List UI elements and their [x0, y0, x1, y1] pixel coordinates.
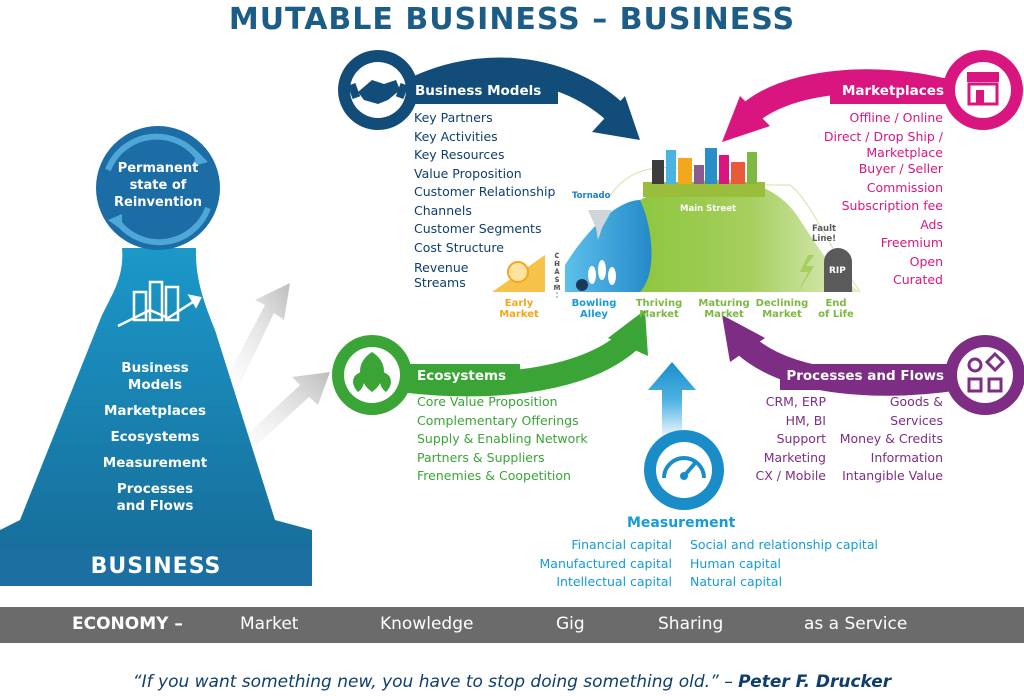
measurement-list-left: Financial capital Manufactured capital I… — [539, 537, 672, 589]
quote-author: Peter F. Drucker — [738, 672, 892, 692]
marketplaces-heading: Marketplaces — [841, 83, 944, 99]
business-pyramid — [0, 248, 312, 548]
economy-label: ECONOMY – — [72, 614, 183, 634]
fault-bolt-icon — [798, 255, 814, 292]
gray-arrow-lower — [225, 372, 330, 465]
processes-heading: Processes and Flows — [786, 368, 944, 384]
economy-knowledge: Knowledge — [380, 614, 474, 634]
marketplaces-list: Offline / Online Direct / Drop Ship / Ma… — [823, 110, 943, 287]
business-base-label: BUSINESS — [90, 554, 222, 579]
gray-arrow-upper — [215, 283, 290, 405]
chasm-label: CHASM — [553, 252, 561, 292]
lifecycle-chart — [492, 148, 861, 300]
economy-sharing: Sharing — [658, 614, 724, 634]
bowling-pins-icon — [588, 260, 616, 285]
quote-text: “If you want something new, you have to … — [132, 672, 739, 692]
city-chart-icon — [117, 280, 202, 328]
ecosystems-list: Core Value Proposition Complementary Off… — [417, 394, 588, 483]
reinvention-circle — [96, 126, 220, 250]
business-base — [0, 548, 312, 586]
tornado-icon — [588, 210, 612, 240]
economy-gig: Gig — [556, 614, 585, 634]
store-icon — [967, 72, 999, 106]
processes-list-flows: Goods & Services Money & Credits Informa… — [839, 394, 943, 483]
business-pyramid-list: Business Models Marketplaces Ecosystems … — [102, 360, 208, 514]
economy-as-a-service: as a Service — [804, 614, 908, 634]
ecosystems-heading: Ecosystems — [417, 368, 507, 384]
measurement-heading: Measurement — [627, 515, 736, 531]
rip-label: RIP — [829, 266, 846, 276]
page-title: MUTABLE BUSINESS – BUSINESS — [228, 2, 796, 37]
economy-market: Market — [240, 614, 299, 634]
economy-bar — [0, 607, 1024, 643]
lightbulb-icon — [507, 261, 529, 283]
tombstone-icon — [824, 248, 852, 292]
business-models-heading: Business Models — [415, 83, 542, 99]
business-models-list: Key Partners Key Activities Key Resource… — [414, 110, 556, 290]
leaf-icon — [353, 352, 391, 392]
shapes-flow-icon — [967, 351, 1006, 393]
tornado-label: Tornado — [572, 191, 611, 201]
handshake-icon — [347, 80, 409, 104]
reinvention-cycle-icon — [105, 133, 203, 172]
measurement-list-right: Social and relationship capital Human ca… — [690, 537, 878, 589]
main-street-label: Main Street — [680, 204, 737, 214]
processes-list-systems: CRM, ERP HM, BI Support Marketing CX / M… — [755, 394, 826, 483]
gauge-icon — [662, 456, 706, 480]
measurement-arrow — [648, 362, 696, 440]
quote: “If you want something new, you have to … — [0, 672, 1024, 692]
